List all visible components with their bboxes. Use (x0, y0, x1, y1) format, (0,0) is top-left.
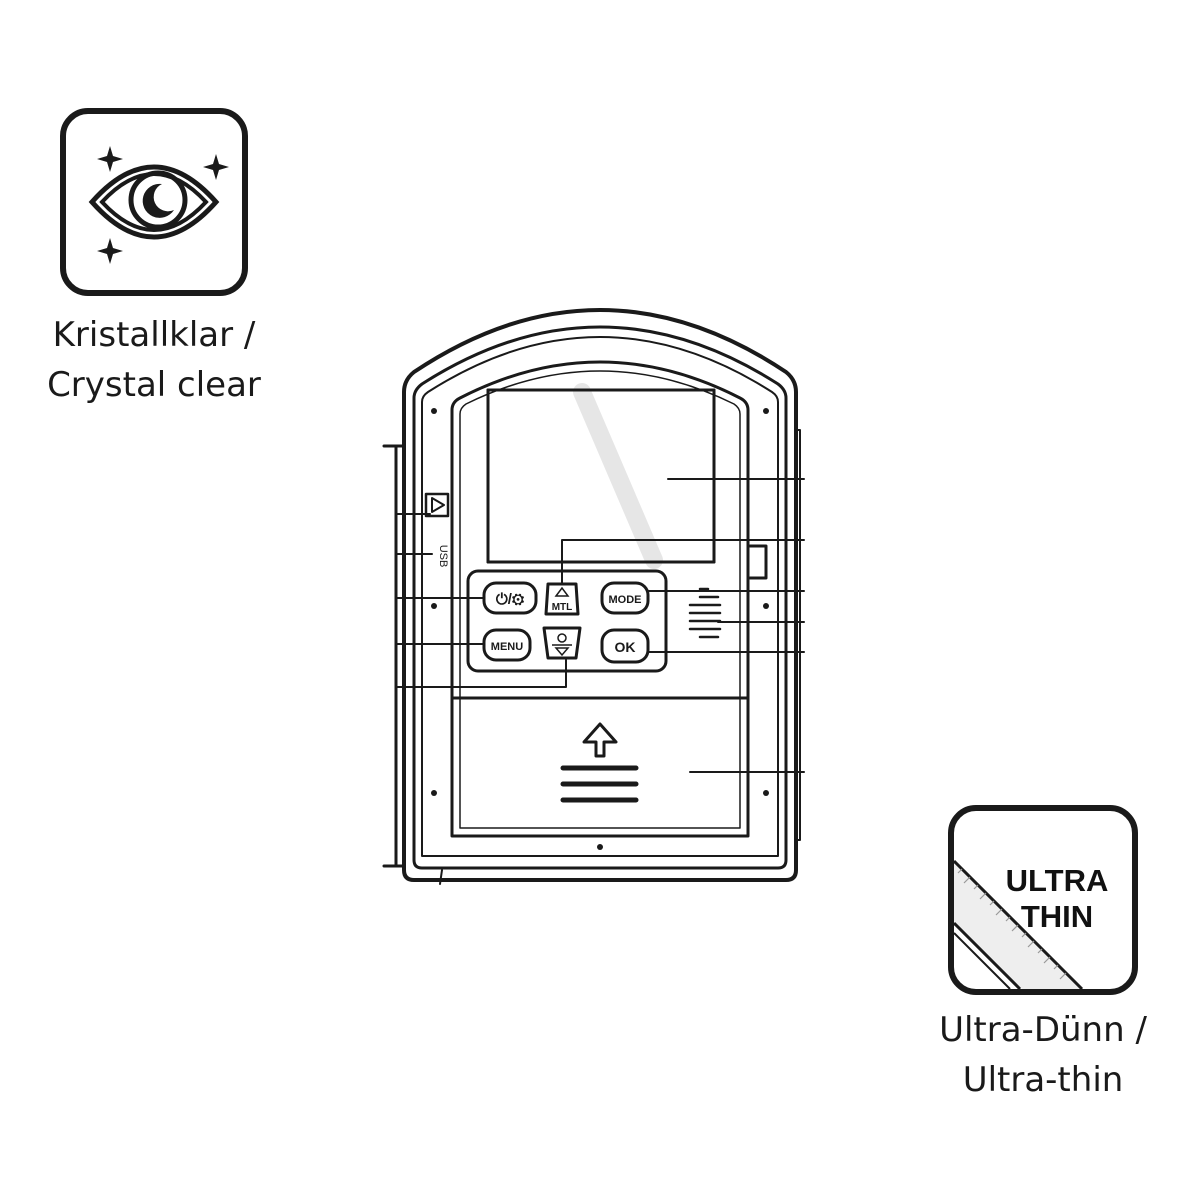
ultra-thin-tile: ULTRA THIN (948, 805, 1138, 995)
mode-button[interactable]: MODE (600, 581, 650, 615)
sparkle-bottom-left-icon (97, 238, 123, 264)
film-ruler-ticks (957, 868, 1067, 980)
camera-outer-housing (402, 308, 798, 882)
ultra-thin-badge-line2: THIN (1020, 899, 1094, 934)
mtl-up-button[interactable]: MTL (544, 582, 580, 616)
sparkle-top-right-icon (203, 154, 229, 180)
film-edge-inner (954, 932, 1011, 989)
mode-button-label: MODE (609, 594, 642, 606)
eye-outline (88, 164, 220, 240)
ultra-thin-caption-line1: Ultra-Dünn / (939, 1010, 1147, 1050)
camera-left-hinge-joins (394, 444, 406, 868)
camera-bottom-tab (439, 869, 443, 885)
ultra-thin-caption: Ultra-Dünn / Ultra-thin (905, 1005, 1181, 1105)
camera-left-hinge (382, 444, 398, 868)
camera-bezel (421, 336, 779, 857)
crystal-clear-caption-line1: Kristallklar / (52, 315, 256, 355)
ultra-thin-film-icon (954, 859, 1084, 989)
eye-sparkle-icon (88, 146, 229, 264)
down-button[interactable] (542, 626, 582, 660)
camera-right-edge (795, 429, 801, 841)
down-button-dot-icon (557, 633, 567, 643)
ok-button[interactable]: OK (600, 628, 650, 664)
down-triangle-icon (554, 647, 570, 657)
callout-lines-right (561, 478, 805, 773)
up-arrow-icon (582, 722, 618, 758)
mtl-button-label: MTL (552, 602, 573, 613)
camera-front-panel-inner (459, 370, 741, 829)
speaker-grille (688, 587, 722, 639)
sd-slot-icon (424, 492, 450, 518)
sd-slot-arrow (431, 497, 445, 513)
ok-button-label: OK (615, 639, 636, 655)
camera-screen-frame (486, 388, 716, 564)
screw-holes (431, 408, 769, 850)
screen-glare (573, 383, 663, 569)
callout-lines-left (395, 513, 567, 688)
ultra-thin-badge-line1: ULTRA (1005, 863, 1109, 898)
sparkle-top-left-icon (97, 146, 123, 172)
crystal-clear-caption-line2: Crystal clear (47, 365, 261, 405)
moon-icon (142, 183, 174, 218)
ultra-thin-caption-line2: Ultra-thin (962, 1060, 1124, 1100)
menu-button[interactable]: MENU (482, 628, 532, 662)
camera-inner-housing (412, 325, 788, 870)
eye-inner-outline (99, 172, 209, 232)
usb-label: USB (437, 545, 449, 568)
film-edge-bottom (954, 921, 1022, 989)
power-setup-button[interactable]: ⏻/⚙ (482, 581, 538, 615)
crystal-clear-tile (60, 108, 248, 296)
power-setup-button-label: ⏻/⚙ (496, 591, 524, 608)
right-jack-port (748, 544, 768, 580)
crystal-clear-caption: Kristallklar / Crystal clear (20, 310, 288, 410)
camera-front-panel (450, 360, 750, 838)
eye-iris (128, 170, 188, 230)
menu-button-label: MENU (491, 641, 523, 653)
